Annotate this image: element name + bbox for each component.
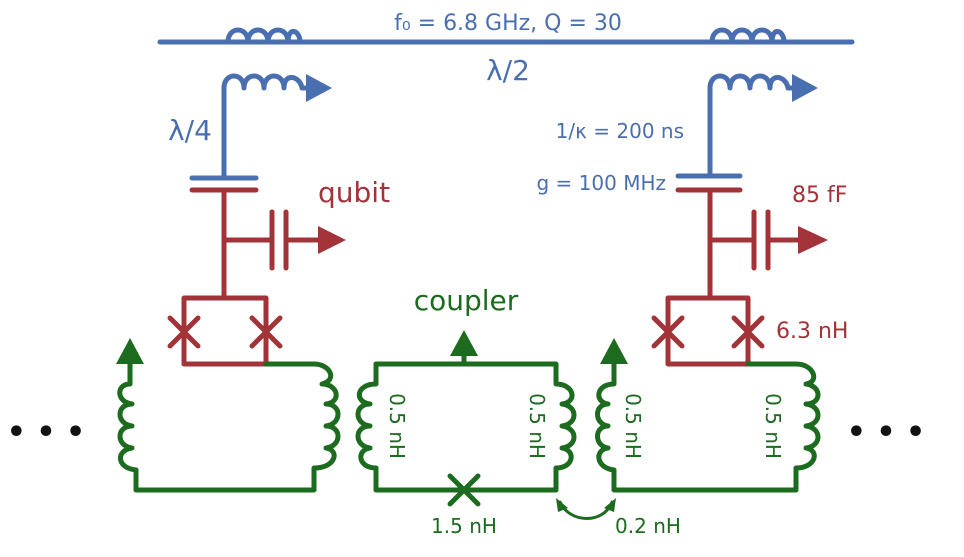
loop-left-coil — [117, 361, 139, 473]
qubit-label: qubit — [318, 176, 390, 209]
resonator-frequency-label: f₀ = 6.8 GHz, Q = 30 — [394, 11, 622, 36]
resonator-coil-right — [707, 73, 803, 91]
readout-circuit — [157, 27, 855, 181]
mutual-arrowhead-right — [604, 498, 616, 512]
coupler-junction-label: 1.5 nH — [431, 514, 497, 538]
feedline-coil-left — [225, 27, 303, 45]
coupler-circuits — [117, 347, 821, 520]
loop-inductance-label-1: 0.5 nH — [385, 393, 409, 459]
loop-right — [611, 361, 821, 493]
junction-left-b2 — [249, 315, 283, 349]
loop-inductance-label-4: 0.5 nH — [761, 393, 785, 459]
loop-left — [133, 361, 341, 493]
junction-left-a2 — [167, 315, 201, 349]
squid-right-loop — [665, 295, 751, 367]
ellipsis-right: • • • — [847, 415, 925, 450]
resonator-coil-left — [221, 73, 321, 91]
mutual-inductance-label: 0.2 nH — [615, 514, 681, 538]
loop-inductance-label-3: 0.5 nH — [621, 393, 645, 459]
decay-time-label: 1/κ = 200 ns — [556, 119, 684, 143]
coupler-junction-b — [447, 473, 481, 507]
mutual-arrowhead-left — [556, 498, 568, 512]
junction-right-b2 — [731, 315, 765, 349]
coupling-strength-label: g = 100 MHz — [537, 171, 667, 195]
resonator-arrow-left — [306, 74, 332, 102]
junction-right-a2 — [651, 315, 685, 349]
loop-coupler — [355, 361, 577, 493]
resonator-arrow-right — [792, 74, 818, 102]
capacitance-label: 85 fF — [792, 183, 847, 208]
qubit-circuits — [167, 187, 801, 367]
half-wave-label: λ/2 — [486, 54, 530, 87]
coupler-label: coupler — [414, 284, 519, 317]
squid-left-loop — [181, 295, 269, 367]
qubit-ground-arrow-left — [318, 226, 346, 254]
loop-right-coil — [595, 361, 617, 473]
quarter-wave-label: λ/4 — [168, 114, 212, 147]
josephson-inductance-label: 6.3 nH — [776, 319, 848, 344]
loop-inductance-label-2: 0.5 nH — [525, 393, 549, 459]
flux-arrow-coupler — [450, 330, 478, 356]
ellipsis-left: • • • — [7, 415, 85, 450]
flux-arrow-left — [116, 338, 144, 364]
qubit-ground-arrow-right — [798, 226, 828, 254]
mutual-inductance-arrow — [558, 500, 614, 520]
feedline-coil-right — [709, 27, 787, 45]
flux-arrow-right — [600, 338, 628, 364]
